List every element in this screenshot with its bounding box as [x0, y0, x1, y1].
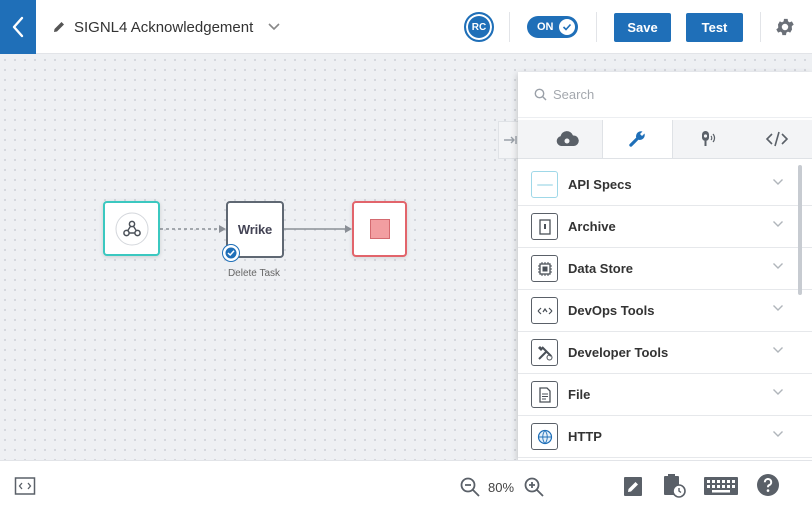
- category-developer-tools[interactable]: Developer Tools: [518, 332, 812, 374]
- collapse-arrow-icon: [503, 136, 517, 144]
- tab-iot[interactable]: [673, 120, 743, 158]
- category-label: Archive: [568, 219, 616, 234]
- code-view-icon: [14, 477, 36, 495]
- app-panel: API Specs Archive Data Store DevOps Tool…: [518, 72, 812, 460]
- search-input[interactable]: [553, 87, 773, 102]
- search-icon: [534, 88, 547, 101]
- chevron-left-icon: [12, 16, 24, 38]
- user-avatar[interactable]: RC: [464, 12, 494, 42]
- stop-square-icon: [369, 219, 390, 239]
- category-label: HTTP: [568, 429, 602, 444]
- code-icon: [766, 131, 789, 147]
- tab-tools[interactable]: [601, 120, 673, 158]
- chevron-down-icon: [773, 263, 783, 269]
- zoom-in-icon: [524, 477, 544, 497]
- panel-scrollbar[interactable]: [798, 165, 802, 295]
- chevron-down-icon: [773, 305, 783, 311]
- zoom-out-icon: [460, 477, 480, 497]
- chevron-down-icon: [773, 179, 783, 185]
- edit-note-icon: [624, 477, 642, 496]
- toggle-knob: [559, 19, 575, 35]
- developer-tools-icon: [531, 339, 558, 366]
- category-archive[interactable]: Archive: [518, 206, 812, 248]
- divider: [509, 12, 510, 42]
- panel-tabs: [518, 120, 812, 159]
- wrike-node-label: Delete Task: [227, 268, 281, 279]
- category-label: Data Store: [568, 261, 634, 276]
- help-button[interactable]: [756, 473, 780, 497]
- chevron-down-icon: [773, 431, 783, 437]
- history-button[interactable]: [662, 473, 688, 499]
- devops-icon: [531, 297, 558, 324]
- wrike-logo: Wrike: [237, 222, 273, 237]
- tab-code[interactable]: [743, 120, 812, 158]
- flow-title[interactable]: SIGNL4 Acknowledgement: [52, 0, 281, 54]
- http-icon: [531, 423, 558, 450]
- api-specs-icon: [531, 171, 558, 198]
- clipboard-history-icon: [664, 474, 686, 498]
- bottom-toolbar: 80%: [0, 460, 812, 509]
- webhook-icon: [115, 212, 148, 245]
- top-bar: SIGNL4 Acknowledgement RC ON Save Test: [0, 0, 812, 54]
- toggle-label: ON: [537, 21, 554, 33]
- file-icon: [531, 381, 558, 408]
- app-category-list: API Specs Archive Data Store DevOps Tool…: [518, 164, 812, 458]
- keyboard-shortcuts-button[interactable]: [704, 475, 738, 497]
- toggle-sidebar-button[interactable]: [14, 475, 36, 497]
- category-label: File: [568, 387, 591, 402]
- category-label: API Specs: [568, 177, 632, 192]
- category-data-store[interactable]: Data Store: [518, 248, 812, 290]
- search-bar: [518, 72, 812, 118]
- wrench-icon: [629, 131, 645, 147]
- zoom-out-button[interactable]: [458, 475, 482, 499]
- data-store-icon: [531, 255, 558, 282]
- category-api-specs[interactable]: API Specs: [518, 164, 812, 206]
- gear-icon[interactable]: [774, 16, 796, 38]
- chevron-down-icon[interactable]: [267, 22, 281, 32]
- help-icon: [757, 474, 779, 496]
- chevron-down-icon: [773, 347, 783, 353]
- tab-cloud[interactable]: [518, 120, 602, 158]
- collapse-panel-button[interactable]: [498, 121, 520, 159]
- archive-icon: [531, 213, 558, 240]
- iot-icon: [701, 131, 715, 146]
- cloud-icon: [556, 131, 579, 146]
- category-label: Developer Tools: [568, 345, 669, 360]
- notes-button[interactable]: [622, 474, 644, 498]
- check-icon: [562, 23, 572, 31]
- category-label: DevOps Tools: [568, 303, 655, 318]
- flow-on-toggle[interactable]: ON: [527, 16, 578, 38]
- configured-check-icon: [222, 244, 240, 262]
- divider: [760, 12, 761, 42]
- flow-title-text: SIGNL4 Acknowledgement: [74, 18, 254, 36]
- divider: [596, 12, 597, 42]
- pencil-icon[interactable]: [52, 20, 66, 34]
- back-button[interactable]: [0, 0, 36, 54]
- test-button[interactable]: Test: [686, 13, 743, 42]
- category-devops-tools[interactable]: DevOps Tools: [518, 290, 812, 332]
- chevron-down-icon: [773, 389, 783, 395]
- zoom-in-button[interactable]: [522, 475, 546, 499]
- category-http[interactable]: HTTP: [518, 416, 812, 458]
- save-button[interactable]: Save: [614, 13, 671, 42]
- trigger-node[interactable]: [103, 201, 160, 256]
- category-file[interactable]: File: [518, 374, 812, 416]
- end-node[interactable]: [352, 201, 407, 257]
- keyboard-icon: [704, 477, 738, 495]
- zoom-level: 80%: [488, 480, 515, 495]
- chevron-down-icon: [773, 221, 783, 227]
